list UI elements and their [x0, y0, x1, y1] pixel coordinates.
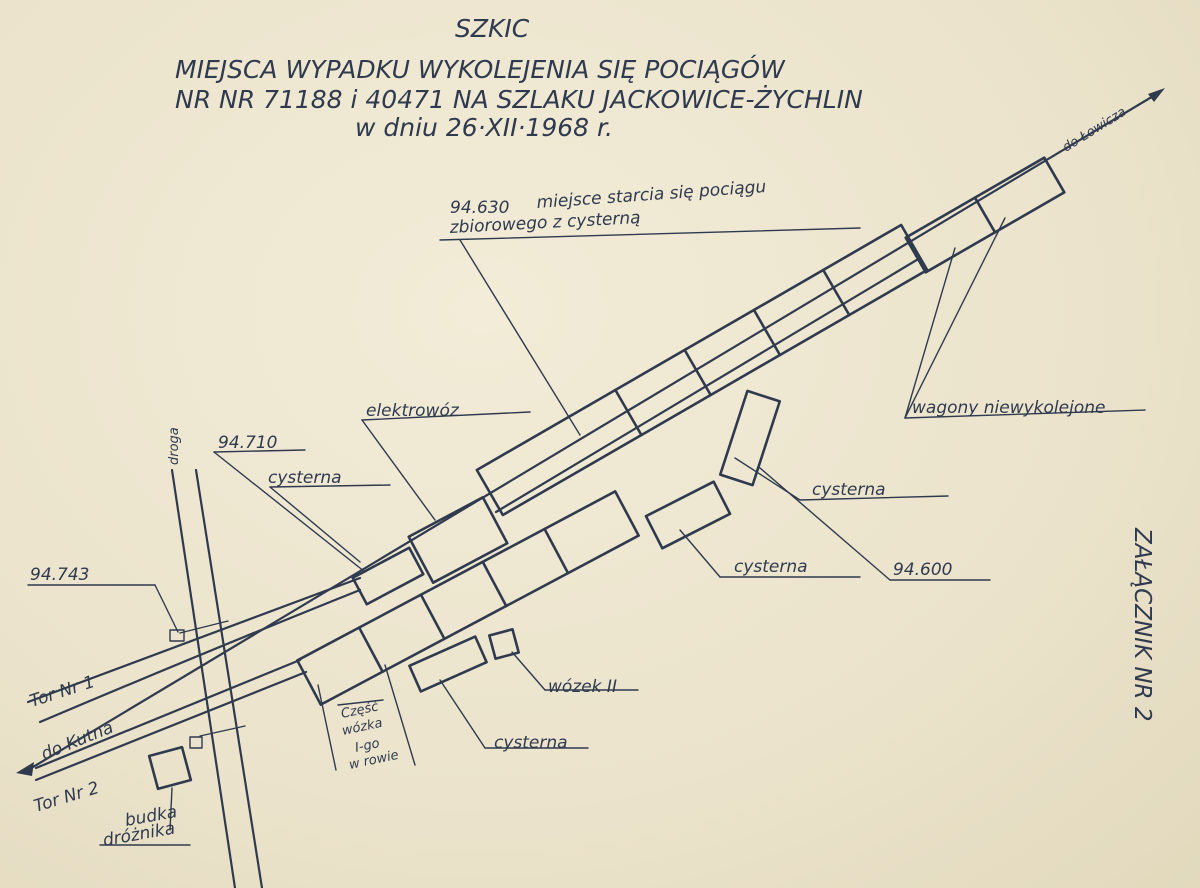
car-cysterna-mid [644, 480, 732, 550]
arrow-kutno-icon [16, 762, 34, 776]
label-cysterna-right: cysterna [812, 480, 886, 500]
lower-train [296, 490, 640, 706]
label-km-94743: 94.743 [30, 565, 89, 585]
label-wozek-ii: wózek II [548, 677, 617, 697]
car-block-not-derailed [904, 156, 1066, 274]
km-post-lower [189, 736, 203, 749]
label-km-94710: 94.710 [218, 433, 277, 453]
crossing-bar-upper [179, 620, 229, 634]
label-km-94600: 94.600 [893, 560, 952, 580]
label-cysterna-mid: cysterna [734, 557, 808, 577]
title-line-2: MIEJSCA WYPADKU WYKOLEJENIA SIĘ POCIĄGÓW [175, 54, 786, 84]
road-edge-left [170, 468, 237, 888]
label-do-lowicza: do Łowicza [1060, 105, 1129, 156]
label-elektrowoz: elektrowóz [366, 401, 460, 421]
car-cysterna-upper [351, 546, 425, 606]
label-cysterna-low: cysterna [494, 733, 568, 753]
title-block: SZKIC MIEJSCA WYPADKU WYKOLEJENIA SIĘ PO… [175, 14, 863, 142]
crossing-bar-lower [199, 725, 246, 737]
track-2-rail-b [34, 658, 302, 770]
tracks [16, 88, 1165, 782]
label-cysterna-upper: cysterna [268, 468, 342, 488]
crossing-keeper-booth [147, 745, 193, 791]
label-wagony-niewykolejone: wagony niewykolejone [912, 398, 1105, 418]
labels: do Łowicza 94.630 miejsce starcia się po… [27, 105, 1129, 851]
leader-lines [27, 217, 1146, 846]
car-block-upper [475, 223, 929, 517]
label-droga: droga [167, 427, 182, 465]
track-mid-rail [494, 256, 922, 514]
road [169, 468, 264, 888]
car-elektrowoz [407, 496, 509, 584]
label-tor-2: Tor Nr 2 [32, 778, 102, 817]
label-miejsce-line1: miejsce starcia się pociągu [536, 177, 767, 213]
arrow-lowicz-icon [1148, 88, 1165, 102]
track-upper-rail [26, 90, 1162, 772]
upper-train [351, 156, 1066, 606]
track-2-rail [34, 670, 308, 782]
track-1-rail-b [38, 588, 362, 724]
track-1-rail-a [26, 576, 362, 704]
label-tor-1: Tor Nr 1 [27, 672, 97, 712]
label-czesc-3: I-go [354, 736, 381, 756]
km-post-upper [169, 629, 185, 642]
title-szkic: SZKIC [455, 14, 530, 43]
car-cysterna-low [408, 635, 488, 693]
car-cysterna-right [718, 389, 782, 487]
label-km-94630: 94.630 [450, 198, 509, 218]
title-line-3: NR NR 71188 i 40471 NA SZLAKU JACKOWICE-… [175, 85, 863, 114]
label-do-kutna: do Kutna [38, 718, 116, 765]
bogie-wozek-ii [488, 628, 520, 660]
title-date: w dniu 26·XII·1968 r. [355, 113, 613, 142]
side-caption: ZAŁĄCZNIK NR 2 [1129, 527, 1155, 721]
road-edge-right [194, 468, 264, 888]
